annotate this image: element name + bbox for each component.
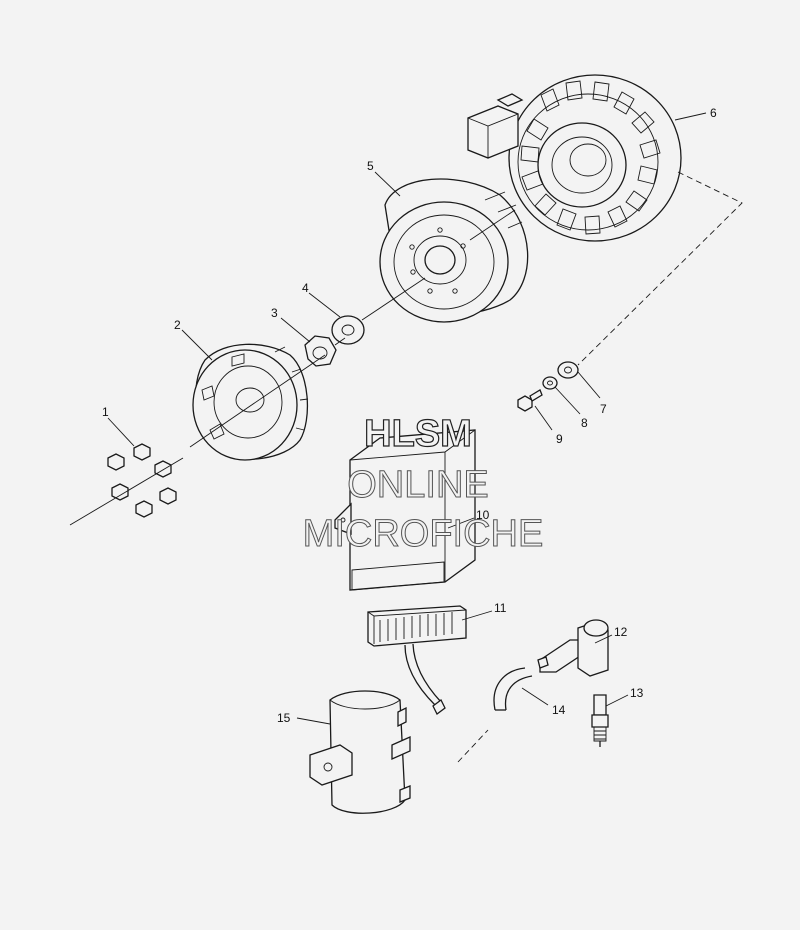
part-5-flywheel — [379, 178, 529, 323]
callout-13: 13 — [630, 686, 644, 700]
callout-9: 9 — [556, 432, 563, 446]
watermark-line-1: HLSM — [364, 413, 472, 455]
callout-14: 14 — [552, 703, 566, 717]
part-11-connector — [367, 605, 467, 715]
part-1-bolts — [107, 443, 177, 518]
part-15-ignition-coil — [309, 690, 411, 814]
callout-1: 1 — [102, 405, 109, 419]
callout-3: 3 — [271, 306, 278, 320]
watermark-line-2: ONLINE — [347, 464, 488, 506]
watermark: HLSM ONLINE MICROFICHE — [302, 412, 544, 555]
callout-2: 2 — [174, 318, 181, 332]
callout-6: 6 — [710, 106, 717, 120]
callout-10: 10 — [476, 508, 490, 522]
assembly-centerlines — [69, 171, 743, 763]
part-14-ht-lead — [493, 667, 533, 711]
callout-15: 15 — [277, 711, 291, 725]
callout-8: 8 — [581, 416, 588, 430]
part-9-screw — [517, 389, 543, 412]
part-6-stator — [467, 74, 682, 242]
callout-11: 11 — [494, 601, 507, 615]
part-12-spark-plug-cap — [537, 619, 609, 677]
part-3-nut — [304, 335, 337, 367]
callout-4: 4 — [302, 281, 309, 295]
part-7-washer — [557, 361, 579, 379]
leader-lines — [107, 112, 707, 725]
part-13-spark-plug — [591, 694, 609, 747]
part-2-starter-cup — [192, 343, 309, 461]
callout-12: 12 — [614, 625, 628, 639]
part-8-lockwasher — [542, 376, 558, 390]
callout-7: 7 — [600, 402, 607, 416]
watermark-line-3: MICROFICHE — [303, 513, 544, 555]
callout-5: 5 — [367, 159, 374, 173]
callout-labels: 1 2 3 4 5 6 7 8 9 10 11 12 13 14 15 — [102, 106, 717, 725]
part-4-washer — [331, 315, 365, 345]
part-10-cdi-module — [334, 429, 476, 591]
